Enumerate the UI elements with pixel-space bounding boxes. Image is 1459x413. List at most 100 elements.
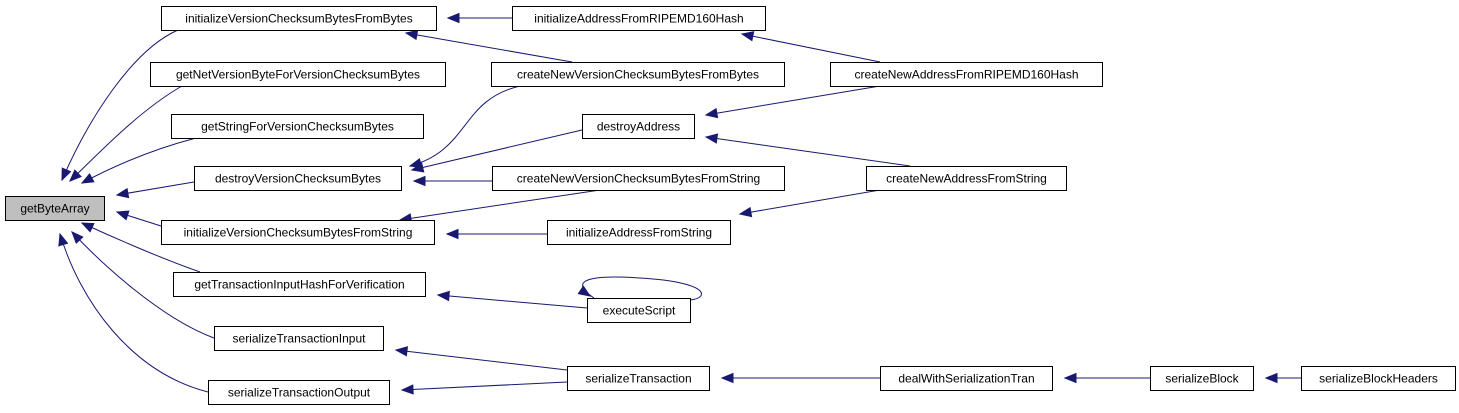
edge-line <box>401 381 568 391</box>
edge-gSFVCB-to-getByteArray <box>80 137 197 184</box>
arrow-head <box>720 372 734 384</box>
node-box[interactable] <box>161 6 437 31</box>
node-dA[interactable]: destroyAddress <box>582 114 695 139</box>
edge-line <box>582 276 702 301</box>
edge-cNAFS-to-iAFS <box>738 189 881 218</box>
node-label: serializeBlockHeaders <box>1319 372 1438 386</box>
node-label: destroyVersionChecksumBytes <box>215 172 381 186</box>
node-label: initializeVersionChecksumBytesFromString <box>184 226 413 240</box>
edge-line <box>59 233 209 393</box>
node-label: initializeAddressFromRIPEMD160Hash <box>534 12 743 26</box>
node-label: initializeAddressFromString <box>566 226 712 240</box>
edge-line <box>399 189 601 221</box>
node-label: createNewVersionChecksumBytesFromString <box>517 172 760 186</box>
node-box[interactable] <box>1150 366 1254 391</box>
node-iVCBFB[interactable]: initializeVersionChecksumBytesFromBytes <box>161 6 437 31</box>
node-box[interactable] <box>1301 366 1456 391</box>
arrow-head <box>446 12 460 24</box>
node-getByteArray[interactable]: getByteArray <box>5 196 105 221</box>
node-box[interactable] <box>582 114 695 139</box>
arrow-head <box>58 232 69 247</box>
node-dVCB[interactable]: destroyVersionChecksumBytes <box>194 166 402 191</box>
edge-line <box>71 231 215 339</box>
node-label: getTransactionInputHashForVerification <box>194 278 404 292</box>
node-box[interactable] <box>492 166 785 191</box>
node-sBH[interactable]: serializeBlockHeaders <box>1301 366 1456 391</box>
node-box[interactable] <box>512 6 766 31</box>
node-gNVB[interactable]: getNetVersionByteForVersionChecksumBytes <box>150 62 446 87</box>
edge-eS-to-eS <box>577 276 702 301</box>
edge-line <box>705 85 881 116</box>
arrow-head <box>80 222 95 233</box>
node-box[interactable] <box>171 114 424 139</box>
edge-cNAFS-to-dA <box>704 133 911 167</box>
node-box[interactable] <box>173 272 426 297</box>
node-gTIH[interactable]: getTransactionInputHashForVerification <box>173 272 426 297</box>
edge-line <box>411 129 583 171</box>
node-sT[interactable]: serializeTransaction <box>567 366 710 391</box>
edge-cNVCBFB-to-dVCB <box>408 85 521 169</box>
arrow-head <box>1264 372 1278 384</box>
node-cNVCBFS[interactable]: createNewVersionChecksumBytesFromString <box>492 166 785 191</box>
node-box[interactable] <box>214 326 384 351</box>
node-box[interactable] <box>161 220 435 245</box>
edge-iAFS-to-iVCBFS <box>445 228 547 240</box>
arrow-head <box>412 175 426 187</box>
node-label: createNewVersionChecksumBytesFromBytes <box>517 68 759 82</box>
node-box[interactable] <box>547 220 731 245</box>
node-cNAFR[interactable]: createNewAddressFromRIPEMD160Hash <box>830 62 1103 87</box>
node-box[interactable] <box>567 366 710 391</box>
node-iAFS[interactable]: initializeAddressFromString <box>547 220 731 245</box>
node-cNVCBFB[interactable]: createNewVersionChecksumBytesFromBytes <box>491 62 785 87</box>
node-box[interactable] <box>194 166 402 191</box>
node-box[interactable] <box>491 62 785 87</box>
arrow-head <box>704 133 719 144</box>
node-label: serializeTransaction <box>585 372 691 386</box>
edge-line <box>741 33 881 63</box>
node-label: serializeBlock <box>1165 372 1239 386</box>
node-sB[interactable]: serializeBlock <box>1150 366 1254 391</box>
node-sTO[interactable]: serializeTransactionOutput <box>208 380 390 405</box>
edge-line <box>705 136 911 167</box>
arrow-head <box>400 384 414 395</box>
node-label: getByteArray <box>20 202 89 216</box>
node-dWST[interactable]: dealWithSerializationTran <box>880 366 1053 391</box>
node-box[interactable] <box>880 366 1053 391</box>
edge-dVCB-to-getByteArray <box>115 181 195 199</box>
edge-cNVCBFS-to-dVCB <box>412 175 492 187</box>
node-iVCBFS[interactable]: initializeVersionChecksumBytesFromString <box>161 220 435 245</box>
edge-dA-to-dVCB <box>410 129 583 173</box>
edge-cNVCBFB-to-iVCBFB <box>404 29 573 63</box>
node-gSFVCB[interactable]: getStringForVersionChecksumBytes <box>171 114 424 139</box>
edge-gNVB-to-getByteArray <box>69 85 183 182</box>
node-box[interactable] <box>208 380 390 405</box>
node-iAFR[interactable]: initializeAddressFromRIPEMD160Hash <box>512 6 766 31</box>
arrow-head <box>436 290 450 302</box>
edges-layer <box>58 12 1301 395</box>
edge-iAFR-to-iVCBFB <box>446 12 512 24</box>
node-label: serializeTransactionInput <box>233 332 367 346</box>
edge-gTIH-to-getByteArray <box>80 222 201 273</box>
edge-cNAFR-to-dA <box>704 85 881 119</box>
arrow-head <box>410 162 425 173</box>
edge-line <box>409 85 521 167</box>
node-box[interactable] <box>866 166 1067 191</box>
node-eS[interactable]: executeScript <box>587 298 691 323</box>
node-cNAFS[interactable]: createNewAddressFromString <box>866 166 1067 191</box>
node-sTI[interactable]: serializeTransactionInput <box>214 326 384 351</box>
node-label: executeScript <box>603 304 676 318</box>
edge-line <box>395 349 568 371</box>
node-box[interactable] <box>5 196 105 221</box>
edge-sBH-to-sB <box>1264 372 1301 384</box>
arrow-head <box>738 206 753 218</box>
edge-sT-to-sTO <box>400 381 568 395</box>
arrow-head <box>445 228 459 240</box>
edge-sT-to-sTI <box>394 346 568 371</box>
arrow-head <box>704 107 719 119</box>
node-label: serializeTransactionOutput <box>228 386 371 400</box>
node-box[interactable] <box>830 62 1103 87</box>
node-box[interactable] <box>150 62 446 87</box>
nodes-layer: getByteArray initializeVersionChecksumByt… <box>5 6 1456 405</box>
node-box[interactable] <box>587 298 691 323</box>
